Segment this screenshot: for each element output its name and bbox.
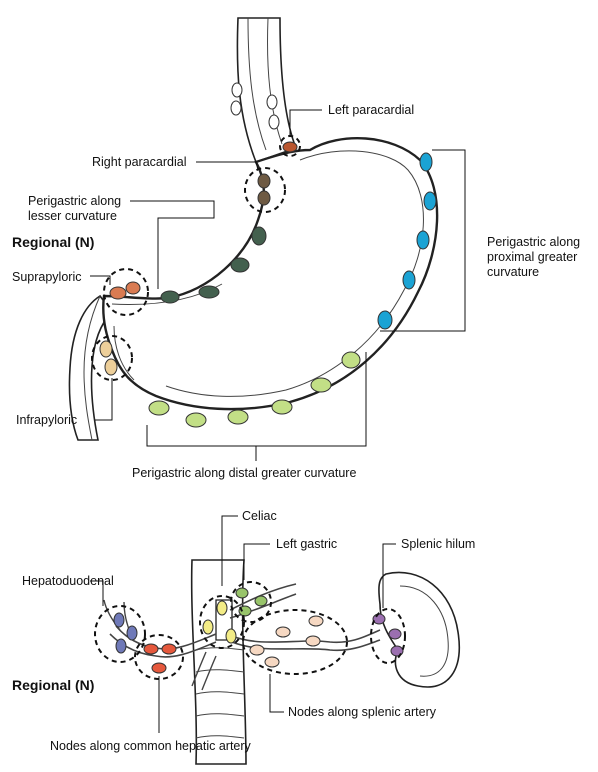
- stomach: [102, 137, 439, 411]
- distal-greater-curvature-node: [271, 399, 293, 415]
- proximal-greater-curvature-label: Perigastric along proximal greater curva…: [487, 235, 584, 279]
- splenic-artery-node: [305, 635, 321, 647]
- suprapyloric-node: [109, 286, 127, 300]
- left-gastric-node: [254, 595, 268, 607]
- proximal-greater-curvature-node: [419, 152, 433, 172]
- left-gastric-node: [238, 605, 252, 617]
- distal-greater-curvature-node: [341, 351, 361, 369]
- common-hepatic-node: [151, 662, 167, 674]
- hepatoduodenal-station-ring: [94, 605, 146, 663]
- esophageal-node: [266, 94, 278, 110]
- splenic-artery-node: [249, 644, 265, 656]
- celiac-node: [202, 619, 214, 635]
- suprapyloric-station-ring: [103, 268, 149, 316]
- celiac-node: [225, 628, 237, 644]
- hepatoduodenal-node: [115, 638, 127, 654]
- stomach-diagram: Regional (N) Left paracardial Right para…: [12, 17, 584, 480]
- esophageal-node: [231, 82, 243, 98]
- spleen: [378, 571, 460, 688]
- celiac-station-ring: [199, 595, 245, 649]
- splenic-hilum-station-ring: [370, 608, 406, 664]
- lesser-curvature-node: [160, 290, 180, 304]
- distal-greater-curvature-label: Perigastric along distal greater curvatu…: [132, 466, 356, 480]
- splenic-artery-node: [275, 626, 291, 638]
- esophageal-node: [268, 114, 280, 130]
- celiac-node: [216, 600, 228, 616]
- common-hepatic-node: [143, 643, 159, 655]
- left-paracardial-node: [282, 141, 298, 153]
- right-paracardial-node: [257, 190, 271, 206]
- lesser-curvature-node: [230, 257, 250, 273]
- common-hepatic-label: Nodes along common hepatic artery: [50, 739, 252, 753]
- regional-label-vessels: Regional (N): [12, 677, 94, 693]
- lesser-curvature-label: Perigastric along lesser curvature: [28, 194, 125, 223]
- hepatoduodenal-node: [126, 625, 138, 641]
- lesser-curvature-node: [251, 226, 267, 246]
- distal-greater-curvature-node: [310, 377, 332, 393]
- left-gastric-label: Left gastric: [276, 537, 337, 551]
- left-gastric-node: [235, 587, 249, 599]
- proximal-greater-curvature-node: [377, 310, 393, 330]
- distal-greater-curvature-node: [148, 400, 170, 416]
- suprapyloric-label: Suprapyloric: [12, 270, 81, 284]
- splenic-hilum-node: [372, 613, 386, 625]
- splenic-artery-station-ring: [242, 609, 348, 675]
- celiac-label: Celiac: [242, 509, 277, 523]
- splenic-hilum-node: [388, 628, 402, 640]
- regional-label: Regional (N): [12, 234, 94, 250]
- common-hepatic-station-ring: [134, 634, 184, 680]
- proximal-greater-curvature-node: [402, 270, 416, 290]
- splenic-artery-label: Nodes along splenic artery: [288, 705, 437, 719]
- splenic-artery-node: [308, 615, 324, 627]
- splenic-artery-node: [264, 656, 280, 668]
- splenic-artery: [231, 629, 381, 644]
- right-paracardial-station-ring: [244, 167, 286, 213]
- infrapyloric-node: [104, 358, 118, 376]
- right-paracardial-node: [257, 173, 271, 189]
- left-paracardial-label: Left paracardial: [328, 103, 414, 117]
- infrapyloric-station-ring: [91, 335, 133, 381]
- proximal-greater-curvature-node: [416, 230, 430, 250]
- esophageal-node: [230, 100, 242, 116]
- common-hepatic-node: [161, 643, 177, 655]
- right-paracardial-label: Right paracardial: [92, 155, 187, 169]
- lesser-curvature-node: [198, 285, 220, 299]
- hepatoduodenal-node: [113, 612, 125, 628]
- vessel-diagram: Regional (N) Celiac Left gastric Splenic…: [12, 509, 475, 765]
- infrapyloric-node: [99, 340, 113, 358]
- splenic-hilum-label: Splenic hilum: [401, 537, 475, 551]
- esophagus: [236, 17, 298, 164]
- hepatoduodenal-label: Hepatoduodenal: [22, 574, 114, 588]
- left-gastric-station-ring: [230, 581, 272, 623]
- infrapyloric-label: Infrapyloric: [16, 413, 77, 427]
- proximal-greater-curvature-node: [423, 191, 437, 211]
- duodenum: [68, 294, 114, 441]
- distal-greater-curvature-node: [185, 412, 207, 428]
- suprapyloric-node: [125, 281, 141, 295]
- distal-greater-curvature-node: [227, 409, 249, 425]
